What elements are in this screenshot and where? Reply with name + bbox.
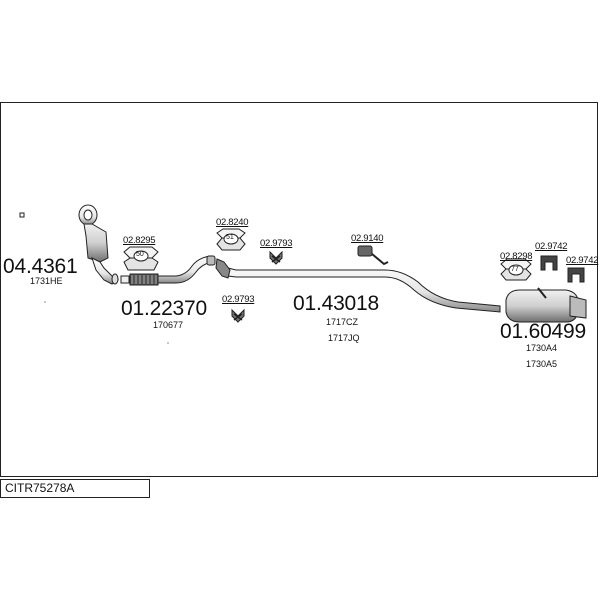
part-number[interactable]: 02.9793	[222, 294, 255, 305]
rear-silencer[interactable]	[505, 287, 587, 323]
part-number[interactable]: 02.8295	[123, 235, 156, 246]
gasket-size-label: 51	[226, 234, 234, 241]
gasket-icon	[500, 258, 532, 281]
reference-code: 170677	[153, 320, 184, 330]
catalytic-converter[interactable]	[78, 204, 119, 285]
assembly-number[interactable]: 01.22370	[121, 297, 207, 320]
gasket-size-label: 50	[136, 251, 144, 258]
hanger-icon	[567, 267, 585, 283]
gasket-icon	[123, 246, 159, 271]
centre-pipe[interactable]	[215, 258, 501, 313]
assembly-number[interactable]: 01.60499	[500, 320, 586, 343]
reference-code: 1717JQ	[328, 333, 360, 343]
rubber-mount-icon	[269, 250, 283, 265]
reference-code: 1730A4	[526, 343, 558, 353]
reference-code: 1731HE	[30, 276, 63, 286]
front-pipe[interactable]	[120, 255, 216, 286]
hanger-icon	[540, 255, 558, 271]
reference-code: 1717CZ	[326, 317, 359, 327]
catalog-code-box: CITR75278A	[0, 479, 150, 498]
assembly-number[interactable]: 01.43018	[293, 292, 379, 315]
marker-square	[19, 212, 25, 218]
part-number[interactable]: 02.9140	[351, 233, 384, 244]
part-number[interactable]: 02.9742	[566, 255, 599, 266]
diagram-frame	[0, 102, 598, 477]
gasket-size-label: 77	[511, 266, 519, 273]
assembly-number[interactable]: 04.4361	[3, 255, 78, 278]
reference-code: 1730A5	[526, 359, 558, 369]
part-number[interactable]: 02.8298	[500, 251, 533, 262]
clamp-icon	[357, 245, 389, 266]
part-number[interactable]: 02.8240	[216, 217, 249, 228]
rubber-mount-icon	[231, 308, 245, 323]
gasket-icon	[216, 228, 246, 251]
part-number[interactable]: 02.9793	[260, 238, 293, 249]
catalog-code: CITR75278A	[5, 481, 75, 495]
part-number[interactable]: 02.9742	[535, 241, 568, 252]
